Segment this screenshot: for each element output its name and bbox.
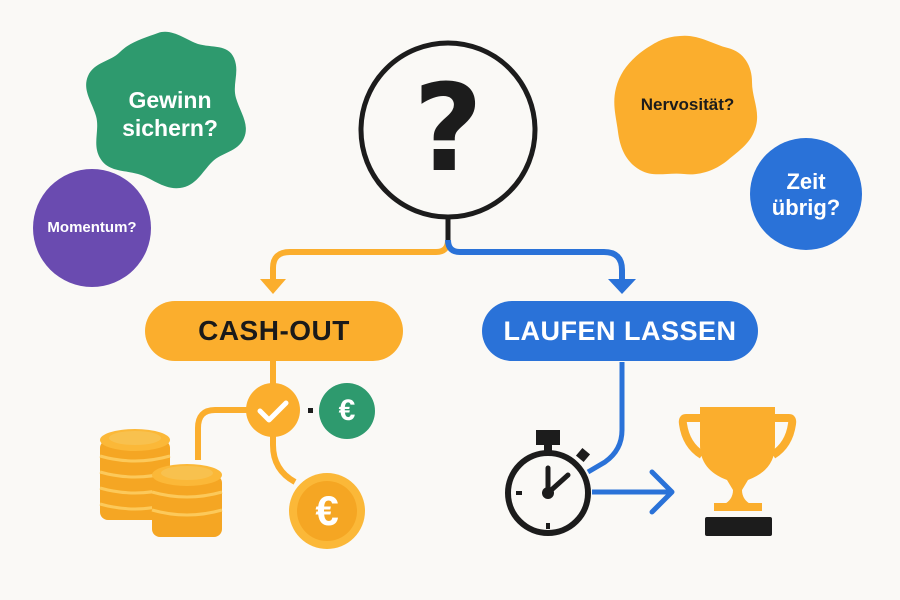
euro-icon-green: € xyxy=(338,394,356,427)
coin-stack-icon xyxy=(99,429,223,537)
momentum-text: Momentum? xyxy=(47,219,137,236)
zeit-line2: übrig? xyxy=(771,195,841,220)
check-circle xyxy=(246,383,300,437)
stopwatch-icon xyxy=(505,430,591,536)
nervositaet-bubble-shape xyxy=(614,35,758,175)
cashout-option[interactable]: CASH-OUT xyxy=(145,301,403,361)
gewinn-line1: Gewinn xyxy=(128,87,212,114)
question-mark-icon: ? xyxy=(413,60,483,199)
gewinn-bubble: Gewinn sichern? xyxy=(95,70,245,160)
nervositaet-bubble: Nervosität? xyxy=(615,85,760,125)
laufen-label: LAUFEN LASSEN xyxy=(503,315,737,346)
trophy-icon xyxy=(678,407,797,536)
zeit-line1: Zeit xyxy=(786,168,826,194)
momentum-bubble: Momentum? xyxy=(33,208,151,248)
laufen-connector xyxy=(445,239,625,282)
cashout-arrowhead xyxy=(260,279,286,294)
nervositaet-text: Nervosität? xyxy=(640,94,735,114)
zeit-bubble: Zeit übrig? xyxy=(750,160,862,230)
zeit-bubble-shape xyxy=(750,138,862,250)
euro-icon-coin: € xyxy=(315,486,339,534)
laufen-lassen-option[interactable]: LAUFEN LASSEN xyxy=(482,301,758,361)
momentum-bubble-shape xyxy=(33,169,151,287)
euro-green-circle xyxy=(319,383,375,439)
laufen-down-connector xyxy=(586,362,625,475)
check-icon xyxy=(257,400,289,423)
laufen-arrowhead xyxy=(608,279,636,294)
gewinn-bubble-shape xyxy=(86,31,246,189)
gewinn-line2: sichern? xyxy=(122,115,218,141)
cashout-connector xyxy=(270,239,451,282)
cashout-label: CASH-OUT xyxy=(198,315,350,346)
trophy-arrow xyxy=(649,469,675,515)
